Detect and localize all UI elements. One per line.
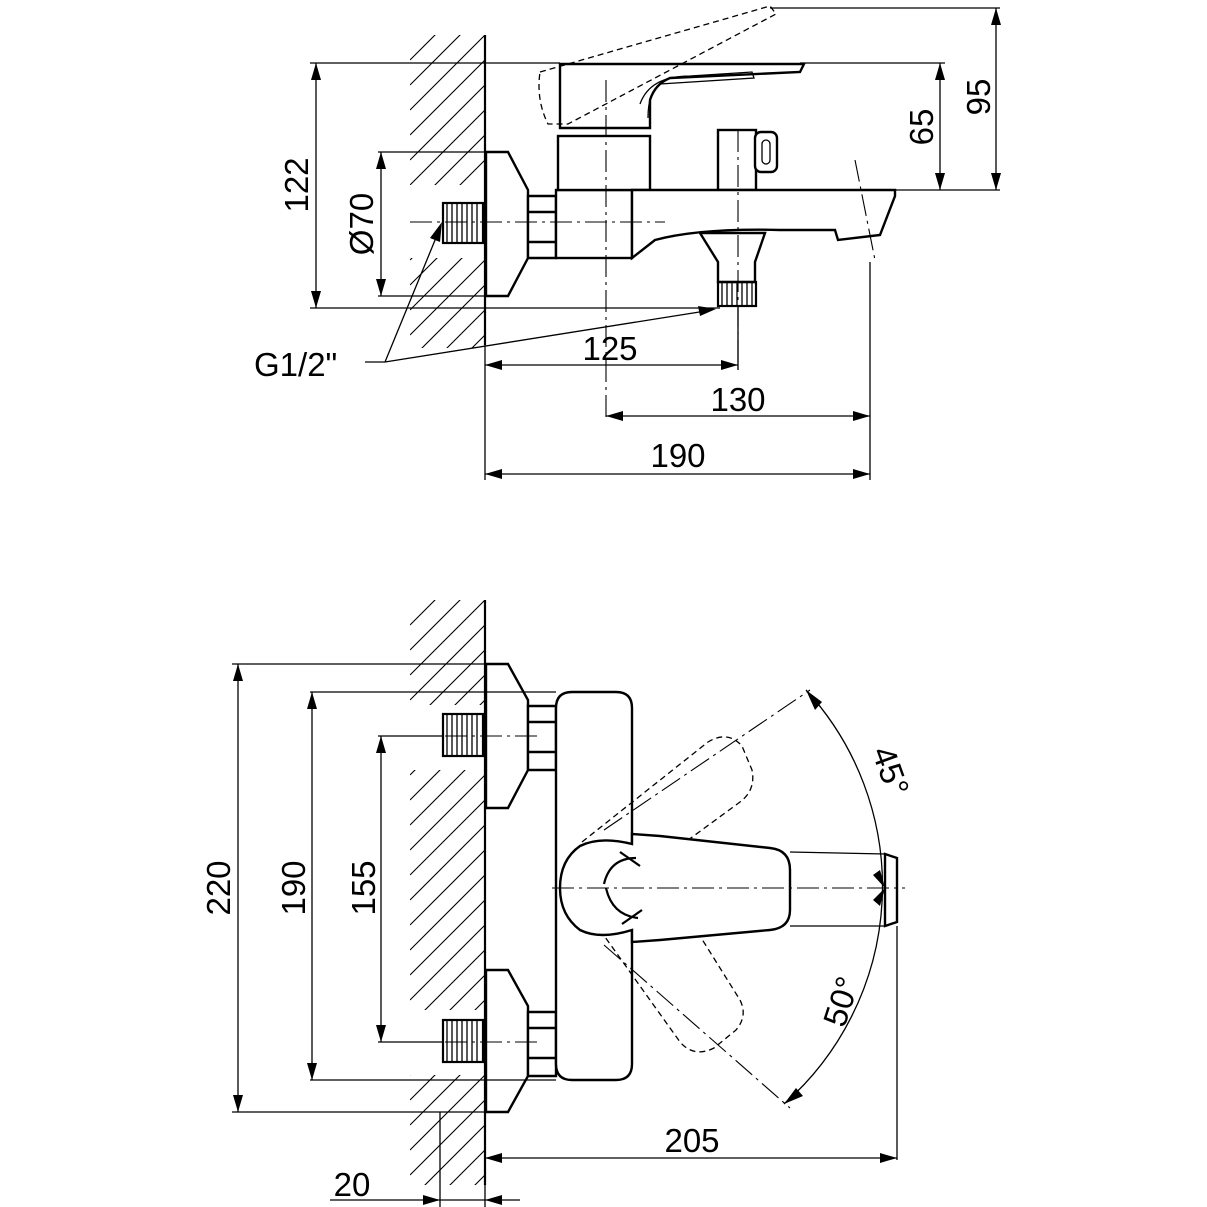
threaded-inlet-lower xyxy=(441,1018,485,1064)
dim-220-label: 220 xyxy=(200,860,237,915)
dim-65-label: 65 xyxy=(903,109,940,146)
dim-130-label: 130 xyxy=(710,381,765,418)
diverter-button xyxy=(716,128,758,192)
nut-lower xyxy=(526,1010,558,1078)
diverter-knob xyxy=(753,130,779,174)
dim-95-label: 95 xyxy=(960,79,997,116)
dim-190-plan-label: 190 xyxy=(275,860,312,915)
nut-top xyxy=(526,194,558,260)
handle-top xyxy=(558,62,806,130)
handle-inner-top xyxy=(639,71,755,119)
dim-70-label: Ø70 xyxy=(343,193,380,255)
mixer-body-top xyxy=(554,188,634,260)
threaded-inlet-upper xyxy=(441,712,485,758)
dim-155-label: 155 xyxy=(345,860,382,915)
wall-hatching-bottom xyxy=(410,600,485,1185)
dim-125-label: 125 xyxy=(582,330,637,367)
side-view: 122 Ø70 65 95 G1/2" 125 130 190 xyxy=(254,5,1001,480)
nut-upper xyxy=(526,704,558,772)
dim-205-label: 205 xyxy=(664,1122,719,1159)
angle-45-label: 45° xyxy=(865,741,917,801)
plan-view: 220 190 155 205 20 45° 50° xyxy=(200,600,917,1207)
flange-lower xyxy=(484,968,530,1114)
handle-tip-plan xyxy=(883,852,899,928)
dim-122-label: 122 xyxy=(278,157,315,212)
thread-label: G1/2" xyxy=(254,346,337,383)
shower-outlet-top xyxy=(697,231,767,284)
threaded-inlet-top xyxy=(441,201,485,245)
cartridge-column xyxy=(556,134,652,192)
spout-top xyxy=(630,188,897,261)
flange-top xyxy=(484,150,530,298)
angle-50-label: 50° xyxy=(816,972,867,1031)
dim-190-label: 190 xyxy=(650,437,705,474)
handle-alt-position-plan xyxy=(581,736,754,1053)
dim-20-label: 20 xyxy=(334,1166,371,1203)
angle-arc xyxy=(783,689,884,1105)
